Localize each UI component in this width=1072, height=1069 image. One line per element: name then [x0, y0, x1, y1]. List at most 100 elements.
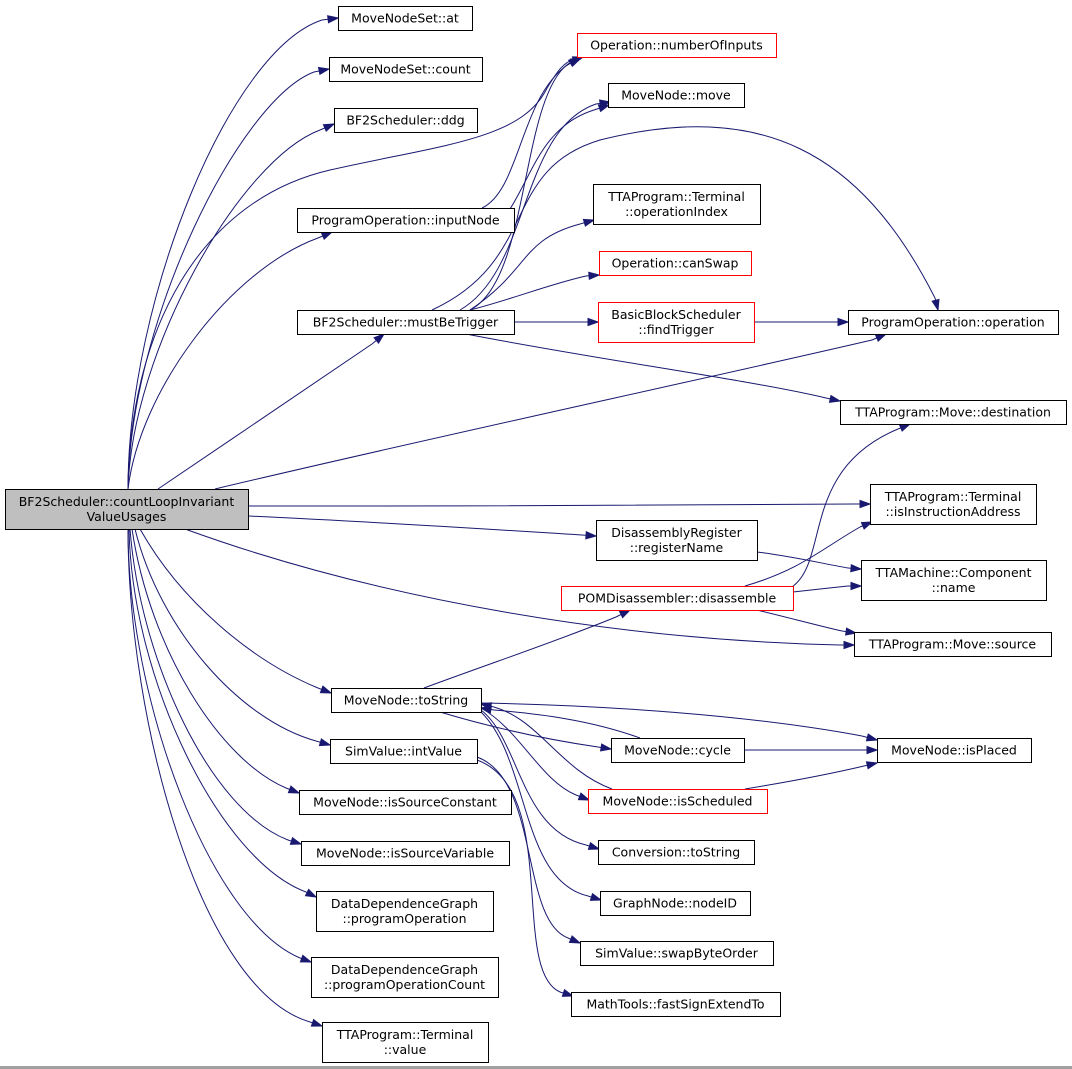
node-conv-tostring[interactable]: Conversion::toString: [598, 840, 755, 865]
node-box[interactable]: [330, 739, 478, 764]
node-box[interactable]: [580, 941, 774, 966]
node-box[interactable]: [593, 184, 761, 225]
node-mn-issrcvar[interactable]: MoveNode::isSourceVariable: [301, 841, 510, 866]
node-box[interactable]: [598, 840, 755, 865]
edges-layer: [127, 15, 940, 1027]
node-label-line: ::programOperation: [343, 911, 467, 926]
node-pom-disasm[interactable]: POMDisassembler::disassemble: [561, 586, 794, 611]
node-mn-tostring[interactable]: MoveNode::toString: [331, 688, 482, 713]
node-bf2-mbt[interactable]: BF2Scheduler::mustBeTrigger: [297, 310, 515, 335]
node-ddg-poc[interactable]: DataDependenceGraph::programOperationCou…: [311, 957, 499, 998]
node-box[interactable]: [316, 891, 494, 932]
node-sv-intvalue[interactable]: SimValue::intValue: [330, 739, 478, 764]
edge-line-tail: [287, 839, 302, 845]
node-label-line: Operation::canSwap: [612, 256, 739, 271]
node-box[interactable]: [334, 108, 478, 133]
node-mns-at[interactable]: MoveNodeSet::at: [338, 6, 473, 31]
node-box[interactable]: [596, 520, 758, 561]
node-label-line: Operation::numberOfInputs: [590, 38, 763, 53]
node-tm-comp-name[interactable]: TTAMachine::Component::name: [861, 560, 1047, 601]
node-box[interactable]: [840, 400, 1067, 425]
node-mn-isscheduled[interactable]: MoveNode::isScheduled: [588, 789, 768, 814]
edge-line: [127, 129, 321, 490]
edge-line: [744, 526, 861, 587]
node-root[interactable]: BF2Scheduler::countLoopInvariantValueUsa…: [5, 489, 249, 530]
node-box[interactable]: [598, 302, 755, 343]
node-box[interactable]: [301, 841, 510, 866]
node-op-canswap[interactable]: Operation::canSwap: [599, 251, 752, 276]
edge-line: [157, 343, 373, 490]
node-label-line: BF2Scheduler::countLoopInvariant: [19, 494, 235, 509]
edge-line: [480, 711, 589, 897]
node-box[interactable]: [588, 789, 768, 814]
node-box[interactable]: [311, 957, 499, 998]
node-po-inputnode[interactable]: ProgramOperation::inputNode: [297, 208, 515, 233]
edge-root-to-mns_count: [127, 66, 331, 490]
node-mt-fastsignext[interactable]: MathTools::fastSignExtendTo: [571, 992, 781, 1017]
node-box[interactable]: [599, 251, 752, 276]
edge-bf2_mbt-to-bbs_findtrigger: [514, 317, 600, 327]
node-po-operation[interactable]: ProgramOperation::operation: [848, 310, 1059, 335]
node-box[interactable]: [861, 560, 1047, 601]
node-ddg-po[interactable]: DataDependenceGraph::programOperation: [316, 891, 494, 932]
node-label-line: GraphNode::nodeID: [613, 896, 737, 911]
node-label-line: MoveNode::isScheduled: [603, 794, 753, 809]
node-box[interactable]: [329, 57, 483, 82]
edge-mn_tostring-to-conv_tostring: [480, 709, 601, 850]
edge-mn_tostring-to-mn_cycle: [439, 711, 613, 752]
node-mn-isplaced[interactable]: MoveNode::isPlaced: [877, 738, 1032, 763]
node-box[interactable]: [571, 992, 781, 1017]
node-box[interactable]: [877, 738, 1032, 763]
edge-line: [127, 237, 319, 490]
node-box[interactable]: [577, 33, 777, 58]
node-tp-move-dest[interactable]: TTAProgram::Move::destination: [840, 400, 1067, 425]
edge-line: [139, 528, 319, 689]
edge-line: [792, 585, 849, 593]
edge-mn_isscheduled-to-mn_tostring: [479, 702, 613, 790]
edge-root-to-po_inputnode: [127, 231, 334, 490]
node-mn-cycle[interactable]: MoveNode::cycle: [611, 738, 745, 763]
node-dr-regname[interactable]: DisassemblyRegister::registerName: [596, 520, 758, 561]
node-box[interactable]: [848, 310, 1059, 335]
bottom-rule: [0, 1066, 1072, 1069]
node-gn-nodeid[interactable]: GraphNode::nodeID: [600, 891, 751, 916]
node-bf2-ddg[interactable]: BF2Scheduler::ddg: [334, 108, 478, 133]
edge-pom_disasm-to-tm_comp_name: [792, 581, 863, 593]
node-box[interactable]: [331, 688, 482, 713]
node-mn-move[interactable]: MoveNode::move: [608, 83, 745, 108]
node-box[interactable]: [5, 489, 249, 530]
node-label-line: MoveNode::cycle: [624, 743, 731, 758]
edge-line: [247, 503, 855, 507]
edge-line: [439, 711, 599, 748]
node-box[interactable]: [854, 632, 1052, 657]
node-label-line: TTAProgram::Terminal: [884, 489, 1022, 504]
node-tp-term-value[interactable]: TTAProgram::Terminal::value: [322, 1022, 489, 1063]
node-box[interactable]: [600, 891, 751, 916]
node-box[interactable]: [297, 310, 515, 335]
node-box[interactable]: [561, 586, 794, 611]
node-op-numinputs[interactable]: Operation::numberOfInputs: [577, 33, 777, 58]
node-box[interactable]: [322, 1022, 489, 1063]
node-box[interactable]: [297, 208, 515, 233]
edge-line: [493, 706, 613, 790]
edge-root-to-ddg_po: [128, 528, 318, 898]
node-mns-count[interactable]: MoveNodeSet::count: [329, 57, 483, 82]
node-label-line: SimValue::swapByteOrder: [595, 946, 759, 961]
edge-line-tail: [567, 57, 582, 65]
node-tp-term-isinstr[interactable]: TTAProgram::Terminal::isInstructionAddre…: [870, 484, 1037, 525]
node-tp-move-source[interactable]: TTAProgram::Move::source: [854, 632, 1052, 657]
node-label-line: Conversion::toString: [612, 845, 740, 860]
node-label-line: TTAProgram::Terminal: [336, 1027, 474, 1042]
node-mn-issrcconst[interactable]: MoveNode::isSourceConstant: [299, 790, 512, 815]
node-bbs-findtrigger[interactable]: BasicBlockScheduler::findTrigger: [598, 302, 755, 343]
node-tp-term-opindex[interactable]: TTAProgram::Terminal::operationIndex: [593, 184, 761, 225]
node-box[interactable]: [299, 790, 512, 815]
node-box[interactable]: [611, 738, 745, 763]
node-label-line: BF2Scheduler::mustBeTrigger: [313, 315, 499, 330]
node-box[interactable]: [338, 6, 473, 31]
node-box[interactable]: [870, 484, 1037, 525]
node-label-line: SimValue::intValue: [345, 744, 462, 759]
node-box[interactable]: [608, 83, 745, 108]
node-sv-swapbyteorder[interactable]: SimValue::swapByteOrder: [580, 941, 774, 966]
edge-line-tail: [861, 735, 878, 741]
